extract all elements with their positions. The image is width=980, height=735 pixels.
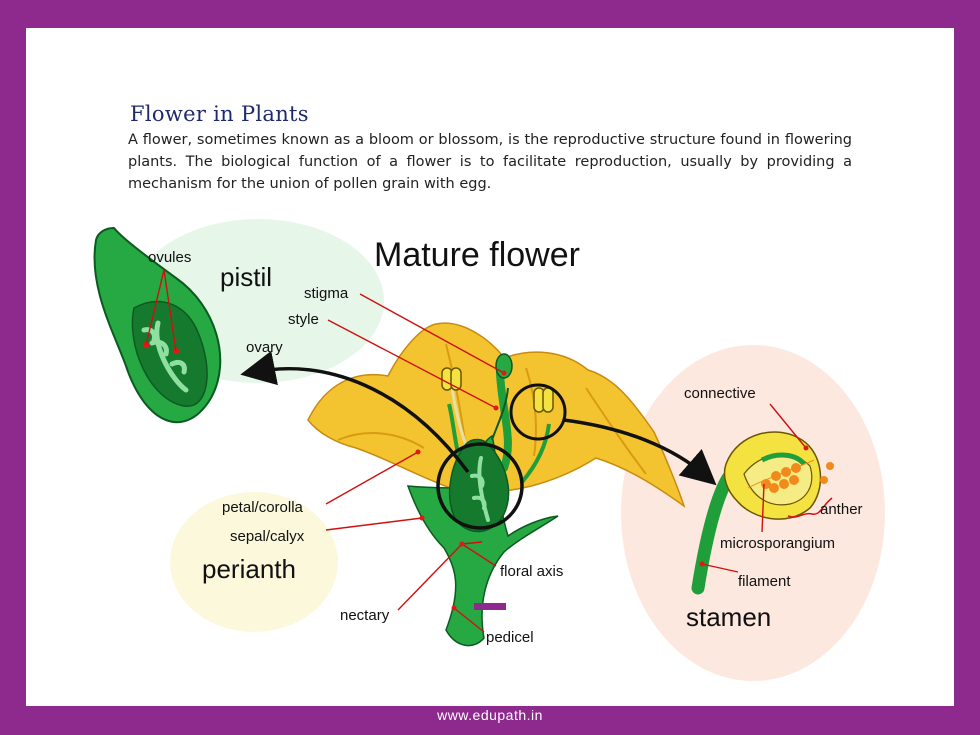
label-style: style <box>288 311 319 328</box>
flower-diagram: Mature flower pistil perianth stamen ovu… <box>93 219 885 681</box>
stamen-detail <box>691 431 834 595</box>
pistil-detail <box>93 226 222 424</box>
slide-card: Flower in Plants A flower, sometimes kno… <box>26 28 954 706</box>
group-label-pistil: pistil <box>220 262 272 292</box>
label-ovary: ovary <box>246 339 283 356</box>
pointer-lines <box>145 269 807 633</box>
label-sepal-calyx: sepal/calyx <box>230 528 305 545</box>
flower-anthers <box>441 367 554 413</box>
anther-magnifier <box>509 383 567 441</box>
label-microsporangium: microsporangium <box>720 535 835 552</box>
label-filament: filament <box>738 573 791 590</box>
flower-ovary <box>448 438 510 533</box>
ovary-magnifier <box>436 442 524 530</box>
diagram-heading: Mature flower <box>374 236 580 274</box>
stamen-arrow <box>563 418 717 486</box>
label-pedicel: pedicel <box>486 629 534 646</box>
group-label-perianth: perianth <box>202 554 296 584</box>
label-ovules: ovules <box>148 249 191 266</box>
perianth-bubble <box>170 492 338 632</box>
label-petal-corolla: petal/corolla <box>222 499 304 516</box>
label-anther: anther <box>820 501 863 518</box>
label-stigma: stigma <box>304 285 349 302</box>
footer-url: www.edupath.in <box>437 707 543 723</box>
group-label-stamen: stamen <box>686 602 771 632</box>
pointer-dots <box>415 370 809 611</box>
label-connective: connective <box>684 385 756 402</box>
purple-dash <box>474 603 506 610</box>
page-title: Flower in Plants <box>130 102 309 126</box>
label-floral-axis: floral axis <box>500 563 563 580</box>
pistil-arrow <box>240 350 470 474</box>
label-nectary: nectary <box>340 607 390 624</box>
page-description: A flower, sometimes known as a bloom or … <box>128 132 852 192</box>
